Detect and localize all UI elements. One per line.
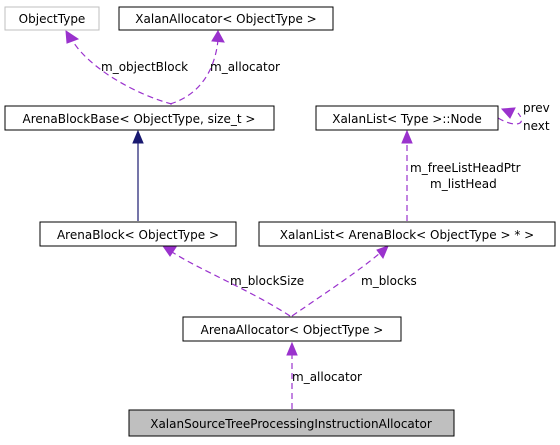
- node-xalan-list-node-label: XalanList< Type >::Node: [332, 112, 482, 126]
- label-m-list-head: m_listHead: [430, 177, 497, 191]
- node-arena-block-label: ArenaBlock< ObjectType >: [57, 228, 219, 242]
- node-object-type[interactable]: ObjectType: [4, 6, 100, 31]
- edge-m-allocator-bottom: [286, 341, 298, 409]
- node-arena-block[interactable]: ArenaBlock< ObjectType >: [39, 221, 237, 247]
- edge-list-head: [401, 129, 413, 221]
- label-next: next: [523, 119, 550, 133]
- label-prev: prev: [523, 101, 550, 115]
- edge-prev-next: [497, 107, 523, 125]
- node-xalan-list-arena-label: XalanList< ArenaBlock< ObjectType > * >: [280, 228, 534, 242]
- label-m-block-size: m_blockSize: [230, 274, 304, 288]
- node-xalan-allocator[interactable]: XalanAllocator< ObjectType >: [118, 6, 334, 31]
- label-m-free-list-head-ptr: m_freeListHeadPtr: [410, 161, 521, 175]
- node-pi-allocator[interactable]: XalanSourceTreeProcessingInstructionAllo…: [128, 409, 455, 437]
- edge-inheritance: [132, 129, 144, 221]
- edge-m-allocator-top: [169, 29, 225, 105]
- node-arena-block-base-label: ArenaBlockBase< ObjectType, size_t >: [23, 112, 256, 126]
- node-arena-allocator[interactable]: ArenaAllocator< ObjectType >: [182, 316, 402, 342]
- node-xalan-list-arena[interactable]: XalanList< ArenaBlock< ObjectType > * >: [258, 221, 556, 247]
- node-pi-allocator-label: XalanSourceTreeProcessingInstructionAllo…: [150, 417, 432, 431]
- node-arena-block-base[interactable]: ArenaBlockBase< ObjectType, size_t >: [4, 105, 275, 131]
- label-m-allocator-bottom: m_allocator: [292, 370, 362, 384]
- label-m-object-block: m_objectBlock: [101, 60, 188, 74]
- node-object-type-label: ObjectType: [19, 12, 86, 26]
- node-arena-allocator-label: ArenaAllocator< ObjectType >: [201, 323, 384, 337]
- edge-m-blocks: [291, 245, 389, 317]
- node-xalan-allocator-label: XalanAllocator< ObjectType >: [135, 12, 316, 26]
- node-xalan-list-node[interactable]: XalanList< Type >::Node: [315, 105, 499, 131]
- label-m-blocks: m_blocks: [361, 274, 417, 288]
- label-m-allocator-top: m_allocator: [210, 60, 280, 74]
- edge-m-object-block: [65, 30, 173, 105]
